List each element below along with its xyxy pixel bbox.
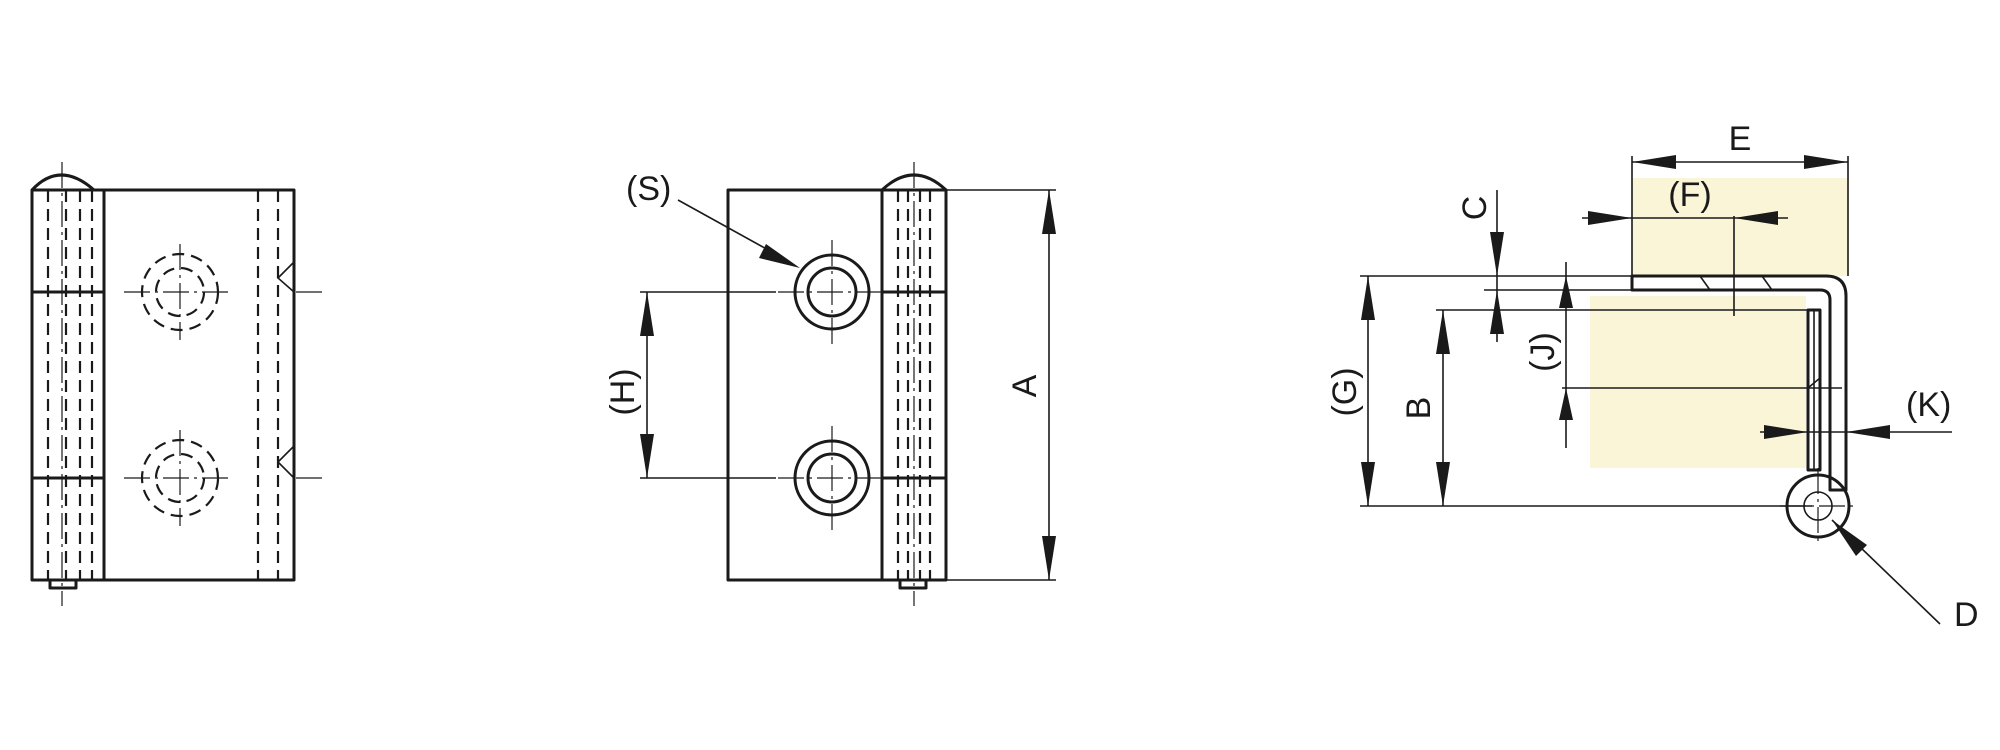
hidden-hole-outer bbox=[140, 438, 220, 518]
hidden-hole-inner bbox=[154, 266, 206, 318]
arrowhead bbox=[1042, 190, 1056, 234]
label-d: D bbox=[1954, 596, 1979, 634]
pin-end bbox=[48, 578, 78, 590]
label-k: (K) bbox=[1906, 386, 1951, 424]
arrowhead bbox=[1042, 536, 1056, 580]
label-f: (F) bbox=[1668, 176, 1711, 214]
hinge-back-view bbox=[30, 162, 326, 606]
arrowhead bbox=[640, 292, 654, 336]
arrowhead bbox=[1436, 462, 1450, 506]
chamfer-mark bbox=[1761, 275, 1773, 291]
mounting-surface-lower bbox=[1590, 296, 1806, 468]
knuckle-cap-top bbox=[30, 173, 95, 192]
chamfer-mark bbox=[1807, 377, 1821, 389]
arrowhead bbox=[1734, 211, 1778, 225]
label-a: A bbox=[1006, 374, 1044, 397]
label-j: (J) bbox=[1524, 332, 1562, 372]
label-c: C bbox=[1456, 196, 1494, 221]
leaf-outline bbox=[30, 188, 296, 582]
chamfer-upper bbox=[276, 261, 295, 293]
label-h: (H) bbox=[604, 368, 642, 415]
arrowhead bbox=[1490, 290, 1504, 334]
hidden-hole-outer bbox=[140, 252, 220, 332]
label-g: (G) bbox=[1326, 367, 1364, 416]
hinge-front-view: (H) A (S) bbox=[604, 162, 1056, 606]
arrowhead bbox=[1764, 425, 1808, 439]
arrowhead bbox=[1361, 276, 1375, 320]
arrowhead bbox=[1559, 388, 1573, 420]
arrowhead bbox=[1846, 425, 1890, 439]
arrowhead bbox=[759, 244, 800, 268]
label-e: E bbox=[1729, 120, 1752, 158]
mounting-surface-upper bbox=[1632, 178, 1848, 276]
arrowhead bbox=[1361, 462, 1375, 506]
arrowhead bbox=[640, 434, 654, 478]
arrowhead bbox=[1436, 310, 1450, 354]
chamfer-lower bbox=[276, 445, 295, 479]
arrowhead bbox=[1804, 155, 1848, 169]
hidden-hole-inner bbox=[154, 452, 206, 504]
arrowhead bbox=[1490, 232, 1504, 276]
arrowhead bbox=[1559, 276, 1573, 308]
hinge-side-view: E (F) C (G) B (J) (K) bbox=[1326, 120, 1979, 634]
arrowhead bbox=[1632, 155, 1676, 169]
pin-end bbox=[898, 578, 928, 590]
label-s: (S) bbox=[626, 170, 671, 208]
hinge-section-profile bbox=[1630, 274, 1848, 492]
arrowhead bbox=[1832, 520, 1867, 556]
leaf-outline bbox=[726, 188, 948, 582]
label-b: B bbox=[1400, 397, 1438, 420]
arrowhead bbox=[1588, 211, 1632, 225]
chamfer-mark bbox=[1699, 275, 1711, 291]
